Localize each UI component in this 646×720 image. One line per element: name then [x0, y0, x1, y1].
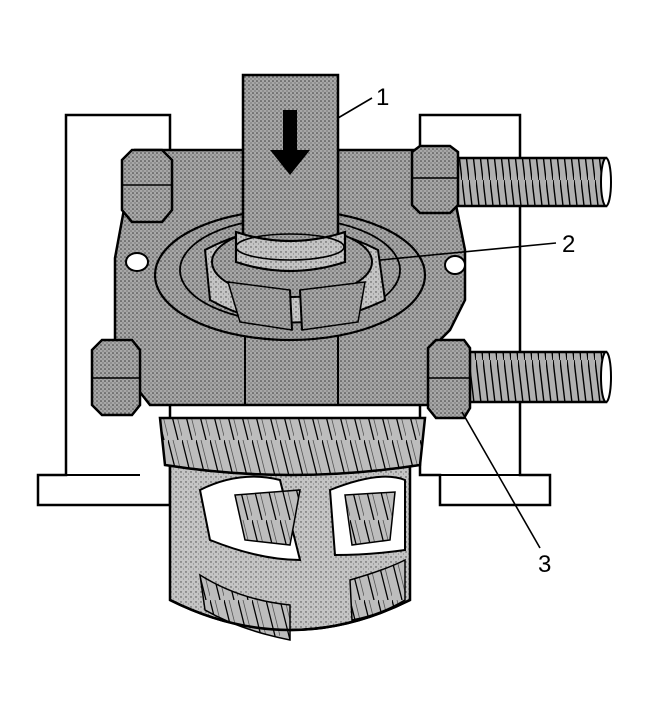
leader-1 [337, 97, 373, 119]
nut-top-right [410, 144, 460, 215]
upper-threaded-rod [448, 156, 608, 208]
down-arrow-icon [270, 110, 310, 175]
leader-lines [337, 97, 557, 549]
callout-2-label: 2 [562, 231, 576, 258]
differential-case [168, 438, 412, 641]
leader-2 [379, 242, 557, 261]
nut-top-left [120, 148, 174, 224]
nut-bottom-right [426, 338, 472, 420]
callout-3-label: 3 [538, 551, 552, 578]
lower-threaded-rod [463, 350, 608, 404]
helical-gear [158, 416, 427, 477]
leader-3 [461, 411, 541, 549]
hex-nuts [90, 144, 472, 420]
callout-1-label: 1 [376, 84, 390, 111]
